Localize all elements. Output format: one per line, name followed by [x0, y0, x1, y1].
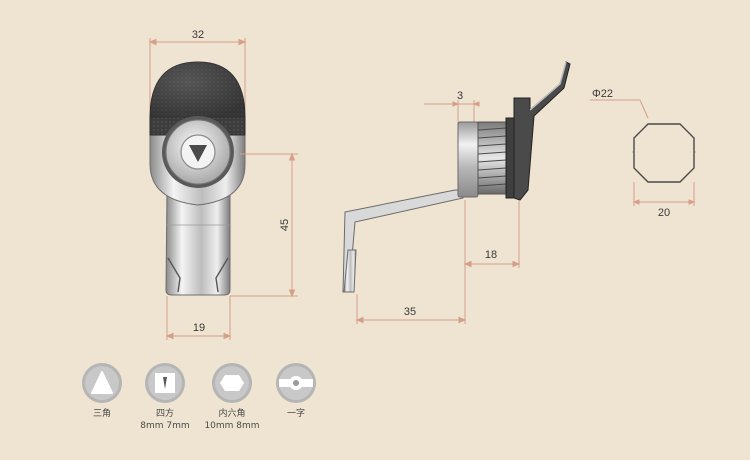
cutout-view: Φ22 20 — [590, 88, 698, 219]
dim-height-45 — [230, 152, 298, 298]
triangle-keyway-icon — [189, 145, 207, 162]
key-type-slot: 一字 — [276, 363, 316, 419]
lock-shank — [165, 189, 231, 296]
threaded-body — [477, 121, 507, 195]
key-sub-square: 8mm 7mm — [140, 421, 189, 431]
label-width-32: 32 — [192, 29, 204, 41]
side-view: 3 18 35 — [342, 61, 571, 324]
cam-arm — [342, 189, 464, 293]
label-flange-3: 3 — [457, 90, 463, 102]
key-sub-hexagon: 10mm 8mm — [204, 421, 259, 431]
triangle-icon — [91, 371, 113, 394]
key-types: 三角 四方 8mm 7mm 内六角 10mm 8mm 一字 — [82, 363, 316, 431]
key-label-hexagon: 内六角 — [218, 407, 245, 419]
key-type-square: 四方 8mm 7mm — [140, 363, 190, 431]
dim-cam-35 — [355, 294, 467, 324]
label-base-19: 19 — [193, 322, 205, 334]
key-label-triangle: 三角 — [93, 407, 111, 419]
label-body-18: 18 — [485, 249, 497, 261]
hexagon-icon — [220, 375, 244, 391]
key-type-triangle: 三角 — [82, 363, 122, 419]
key-type-hexagon: 内六角 10mm 8mm — [204, 363, 260, 431]
dim-base-19 — [165, 296, 232, 340]
shank-notch — [167, 257, 229, 293]
dim-width-32 — [148, 38, 247, 110]
bezel — [457, 121, 479, 198]
octagon-cutout — [633, 123, 695, 183]
dim-flange-3 — [424, 100, 480, 125]
dim-body-18 — [463, 200, 521, 324]
label-flat-20: 20 — [658, 207, 670, 219]
label-cam-35: 35 — [404, 306, 416, 318]
label-height-45: 45 — [279, 219, 291, 231]
panel-bracket — [513, 61, 571, 201]
key-label-slot: 一字 — [287, 407, 305, 419]
label-diameter: Φ22 — [592, 88, 613, 100]
key-label-square: 四方 — [156, 407, 174, 419]
front-view: 32 45 19 — [148, 29, 298, 340]
